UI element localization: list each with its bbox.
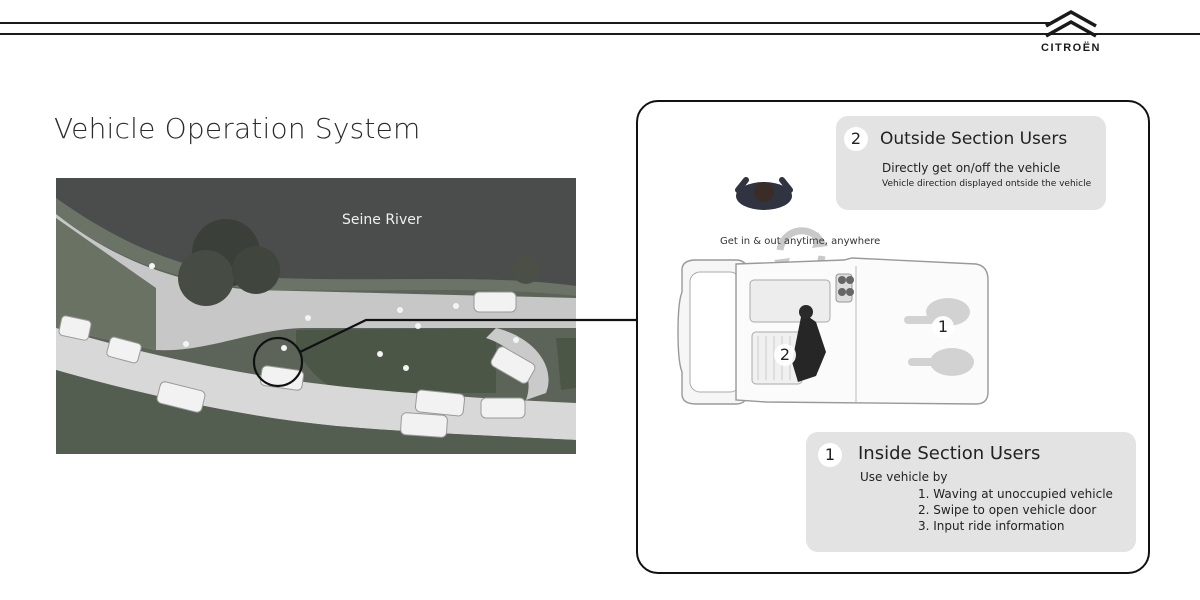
vehicle-diagram: 1 2 <box>676 252 996 412</box>
outside-heading: Outside Section Users <box>880 129 1068 149</box>
outside-line-2: Vehicle direction displayed ontside the … <box>882 179 1092 189</box>
inside-user-marker: 1 <box>932 316 954 338</box>
outside-users-callout: 2 Outside Section Users Directly get on/… <box>836 116 1106 210</box>
aerial-map: Seine River <box>56 178 576 454</box>
inside-step-3: 3. Input ride information <box>918 519 1065 533</box>
outside-number-badge: 2 <box>844 127 868 151</box>
inside-step-2: 2. Swipe to open vehicle door <box>918 503 1097 517</box>
header-rule-top <box>0 22 1050 24</box>
vehicle-outline-graphic <box>677 257 989 405</box>
page-title: Vehicle Operation System <box>54 112 421 145</box>
inside-heading: Inside Section Users <box>858 443 1041 464</box>
chevron-logo-icon <box>1045 9 1097 38</box>
person-outside-icon <box>735 177 793 210</box>
river-label: Seine River <box>342 212 422 228</box>
detail-panel: 2 Outside Section Users Directly get on/… <box>636 100 1150 574</box>
outside-line-1: Directly get on/off the vehicle <box>882 161 1061 175</box>
outside-user-marker: 2 <box>774 344 796 366</box>
header-rule-bottom <box>0 33 1200 35</box>
get-in-label: Get in & out anytime, anywhere <box>720 236 881 247</box>
inside-users-callout: 1 Inside Section Users Use vehicle by 1.… <box>806 432 1136 552</box>
inside-number-badge: 1 <box>818 443 842 467</box>
brand-wordmark: CITROËN <box>1041 42 1101 54</box>
brand-logo: CITROËN <box>1028 6 1114 56</box>
aerial-map-graphic <box>56 178 576 454</box>
inside-intro: Use vehicle by <box>860 470 948 484</box>
inside-step-1: 1. Waving at unoccupied vehicle <box>918 487 1113 501</box>
